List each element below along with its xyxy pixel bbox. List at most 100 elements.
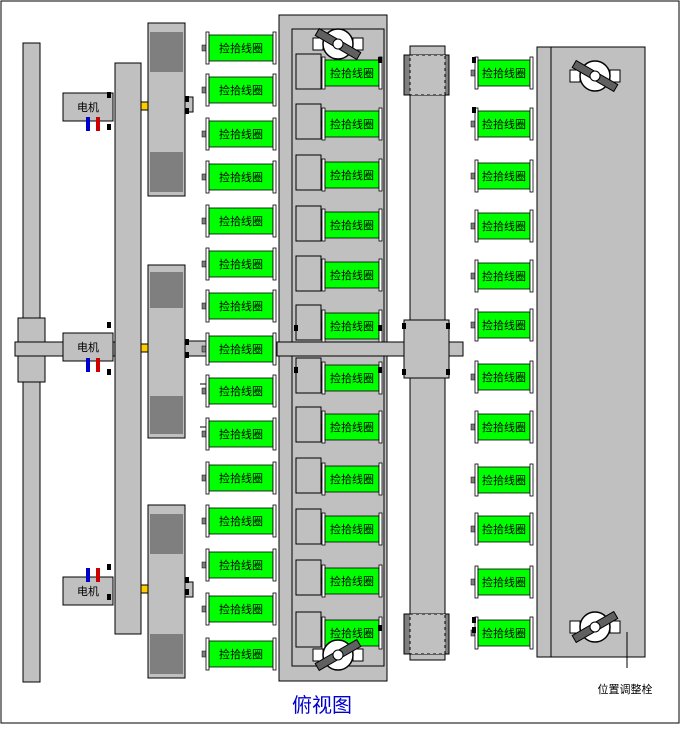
motor-bottom-label: 电机 (77, 584, 99, 598)
coil-flange-left (205, 247, 210, 281)
pickup-coil: 捡拾线圈 (201, 592, 277, 626)
disc-hub (589, 70, 601, 82)
disc-tab (609, 620, 621, 634)
coil-winding (477, 212, 531, 240)
plate-slot (295, 611, 322, 648)
pickup-coil: 捡拾线圈 (201, 73, 277, 107)
coil-label: 捡拾线圈 (330, 420, 374, 434)
coil-flange-right (378, 616, 383, 650)
motor-top-body (62, 92, 114, 122)
pickup-coil: 捡拾线圈 (317, 158, 383, 192)
coil-terminal (470, 321, 476, 329)
rotor-bottom-block (150, 514, 183, 554)
coil-winding (208, 163, 274, 191)
pickup-coil: 捡拾线圈 (201, 289, 277, 323)
coils-layer: 捡拾线圈捡拾线圈捡拾线圈捡拾线圈捡拾线圈捡拾线圈捡拾线圈捡拾线圈捡拾线圈捡拾线圈… (201, 31, 534, 671)
coil-flange-right (272, 637, 277, 671)
coil-winding (208, 292, 274, 320)
disc-tab (312, 648, 324, 662)
motor-top-wire-blue (86, 117, 90, 131)
coil-flange-right (529, 308, 534, 342)
mount-bolt (402, 369, 406, 375)
coil-flange-right (529, 159, 534, 193)
coil-label: 捡拾线圈 (330, 319, 374, 333)
position-adjust-disc (312, 638, 364, 672)
motor-top: 电机 (62, 92, 114, 131)
coil-winding (324, 312, 380, 340)
coil-winding (477, 363, 531, 391)
position-adjust-disc (312, 27, 364, 61)
coil-winding (324, 465, 380, 493)
coil-label: 捡拾线圈 (219, 427, 263, 441)
motor-bottom-wire-blue (86, 568, 90, 582)
pickup-coil: 捡拾线圈 (470, 159, 534, 193)
coil-label: 捡拾线圈 (219, 257, 263, 271)
coil-flange-right (529, 512, 534, 546)
position-adjust-disc (569, 610, 621, 644)
pickup-coil: 捡拾线圈 (317, 107, 383, 141)
coil-label: 捡拾线圈 (219, 647, 263, 661)
coil-terminal (201, 260, 207, 268)
coil-flange-left (205, 548, 210, 582)
plate-slot (295, 255, 322, 292)
coil-label: 捡拾线圈 (219, 83, 263, 97)
coil-flange-left (474, 159, 479, 193)
coil-winding (477, 311, 531, 339)
coil-flange-left (321, 616, 326, 650)
mount-bolt (107, 322, 111, 328)
mount-bolt (107, 124, 111, 130)
pickup-coil: 捡拾线圈 (201, 461, 277, 495)
coil-flange-left (321, 258, 326, 292)
coil-label: 捡拾线圈 (219, 471, 263, 485)
coil-terminal (201, 345, 207, 353)
coil-winding (208, 595, 274, 623)
coil-label: 捡拾线圈 (330, 574, 374, 588)
coil-label: 捡拾线圈 (482, 575, 526, 589)
mount-bolt (294, 367, 298, 373)
coil-label: 捡拾线圈 (482, 66, 526, 80)
right-rail-block-inner (409, 54, 446, 96)
mount-bolt (107, 594, 111, 600)
coil-label: 捡拾线圈 (482, 626, 526, 640)
coil-label: 捡拾线圈 (219, 514, 263, 528)
coil-flange-left (321, 107, 326, 141)
motor-bottom-wire-red (96, 568, 100, 582)
pickup-coil: 捡拾线圈 (317, 512, 383, 546)
pickup-coil: 捡拾线圈 (201, 332, 277, 366)
coil-label: 捡拾线圈 (482, 420, 526, 434)
motor-middle-wire-blue (86, 358, 90, 372)
pickup-coil: 捡拾线圈 (201, 117, 277, 151)
mount-bolt (294, 325, 298, 331)
coil-flange-left (321, 564, 326, 598)
right-rail-block-inner (409, 613, 446, 655)
disc-tab (352, 37, 364, 51)
disc-hub (332, 649, 344, 661)
coil-flange-left (321, 462, 326, 496)
coil-terminal (201, 605, 207, 613)
plate-slot (295, 357, 322, 394)
position-post-label: 位置调整栓 (598, 682, 653, 696)
coil-label: 捡拾线圈 (330, 626, 374, 640)
coil-flange-right (378, 512, 383, 546)
coil-terminal (201, 130, 207, 138)
motor-bottom: 电机 (62, 568, 114, 606)
mount-bolt (185, 96, 189, 102)
motor-top-wire-red (96, 117, 100, 131)
coil-terminal (470, 172, 476, 180)
pickup-coil: 捡拾线圈 (317, 361, 383, 395)
coil-label: 捡拾线圈 (219, 342, 263, 356)
coil-flange-right (529, 463, 534, 497)
coil-terminal (201, 474, 207, 482)
mount-bolt (378, 625, 382, 631)
coil-flange-left (205, 417, 210, 451)
position-adjust-disc (569, 59, 621, 93)
coil-label: 捡拾线圈 (330, 168, 374, 182)
plate-slot (295, 559, 322, 596)
pickup-coil: 捡拾线圈 (470, 107, 534, 141)
coil-terminal (470, 69, 476, 77)
mount-bolt (472, 107, 476, 113)
coil-flange-right (529, 209, 534, 243)
pickup-coil: 捡拾线圈 (470, 308, 534, 342)
mount-bolt (472, 57, 476, 63)
